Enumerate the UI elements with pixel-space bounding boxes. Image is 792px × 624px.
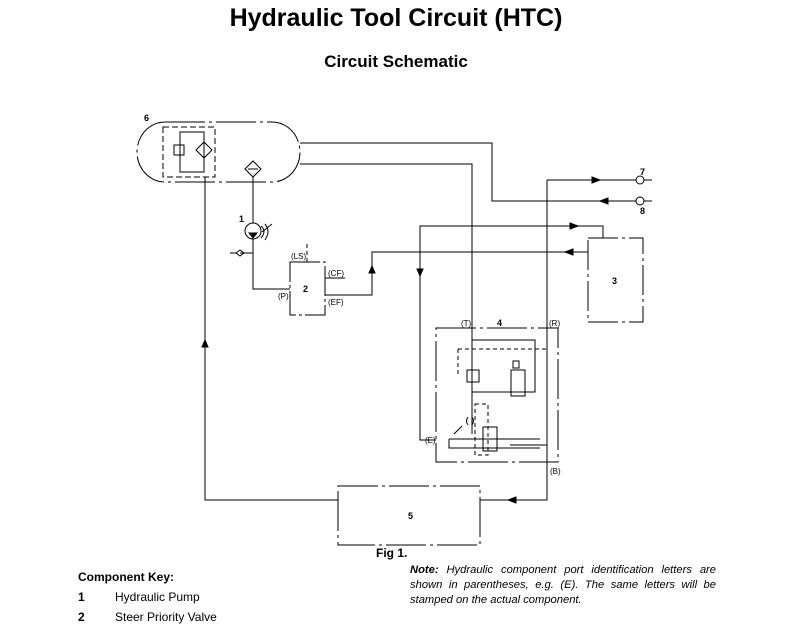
note-text: Hydraulic component port identification … — [410, 564, 716, 606]
key-item-label: Hydraulic Pump — [115, 590, 200, 604]
label-2: 2 — [303, 284, 308, 294]
label-7: 7 — [640, 167, 645, 177]
port-ls: (LS) — [291, 252, 306, 261]
reservoir-inner-box — [162, 126, 216, 178]
port-cf: (CF) — [328, 269, 344, 278]
port-p: (P) — [278, 292, 289, 301]
key-item-label: Steer Priority Valve — [115, 610, 217, 624]
figure-caption: Fig 1. — [376, 546, 408, 560]
port-b: (B) — [550, 467, 561, 476]
reservoir-6 — [136, 121, 301, 183]
key-item-number: 2 — [78, 610, 85, 624]
label-5: 5 — [408, 511, 413, 521]
port-ef: (EF) — [328, 298, 344, 307]
check-valve-icon — [230, 249, 245, 257]
priority-valve-2 — [289, 261, 326, 316]
diagram-subtitle: Circuit Schematic — [324, 52, 468, 71]
component-key-heading: Component Key: — [78, 570, 174, 584]
label-8: 8 — [640, 206, 645, 216]
filter-icon — [244, 160, 262, 178]
port-e: (E) — [425, 436, 436, 445]
key-item-number: 1 — [78, 590, 85, 604]
return-line — [204, 177, 338, 501]
note: Note: Hydraulic component port identific… — [410, 563, 716, 608]
label-6: 6 — [144, 113, 149, 123]
note-label: Note: — [410, 564, 439, 576]
label-4: 4 — [497, 318, 502, 328]
document-title: Hydraulic Tool Circuit (HTC) — [229, 4, 563, 32]
port-t: (T) — [461, 319, 472, 328]
component-4 — [435, 327, 559, 463]
component-3 — [587, 237, 644, 323]
component-5 — [337, 485, 481, 546]
label-1: 1 — [239, 214, 244, 224]
label-3: 3 — [612, 276, 617, 286]
port-r: (R) — [549, 319, 560, 328]
solenoid-valve-icon — [510, 369, 526, 397]
